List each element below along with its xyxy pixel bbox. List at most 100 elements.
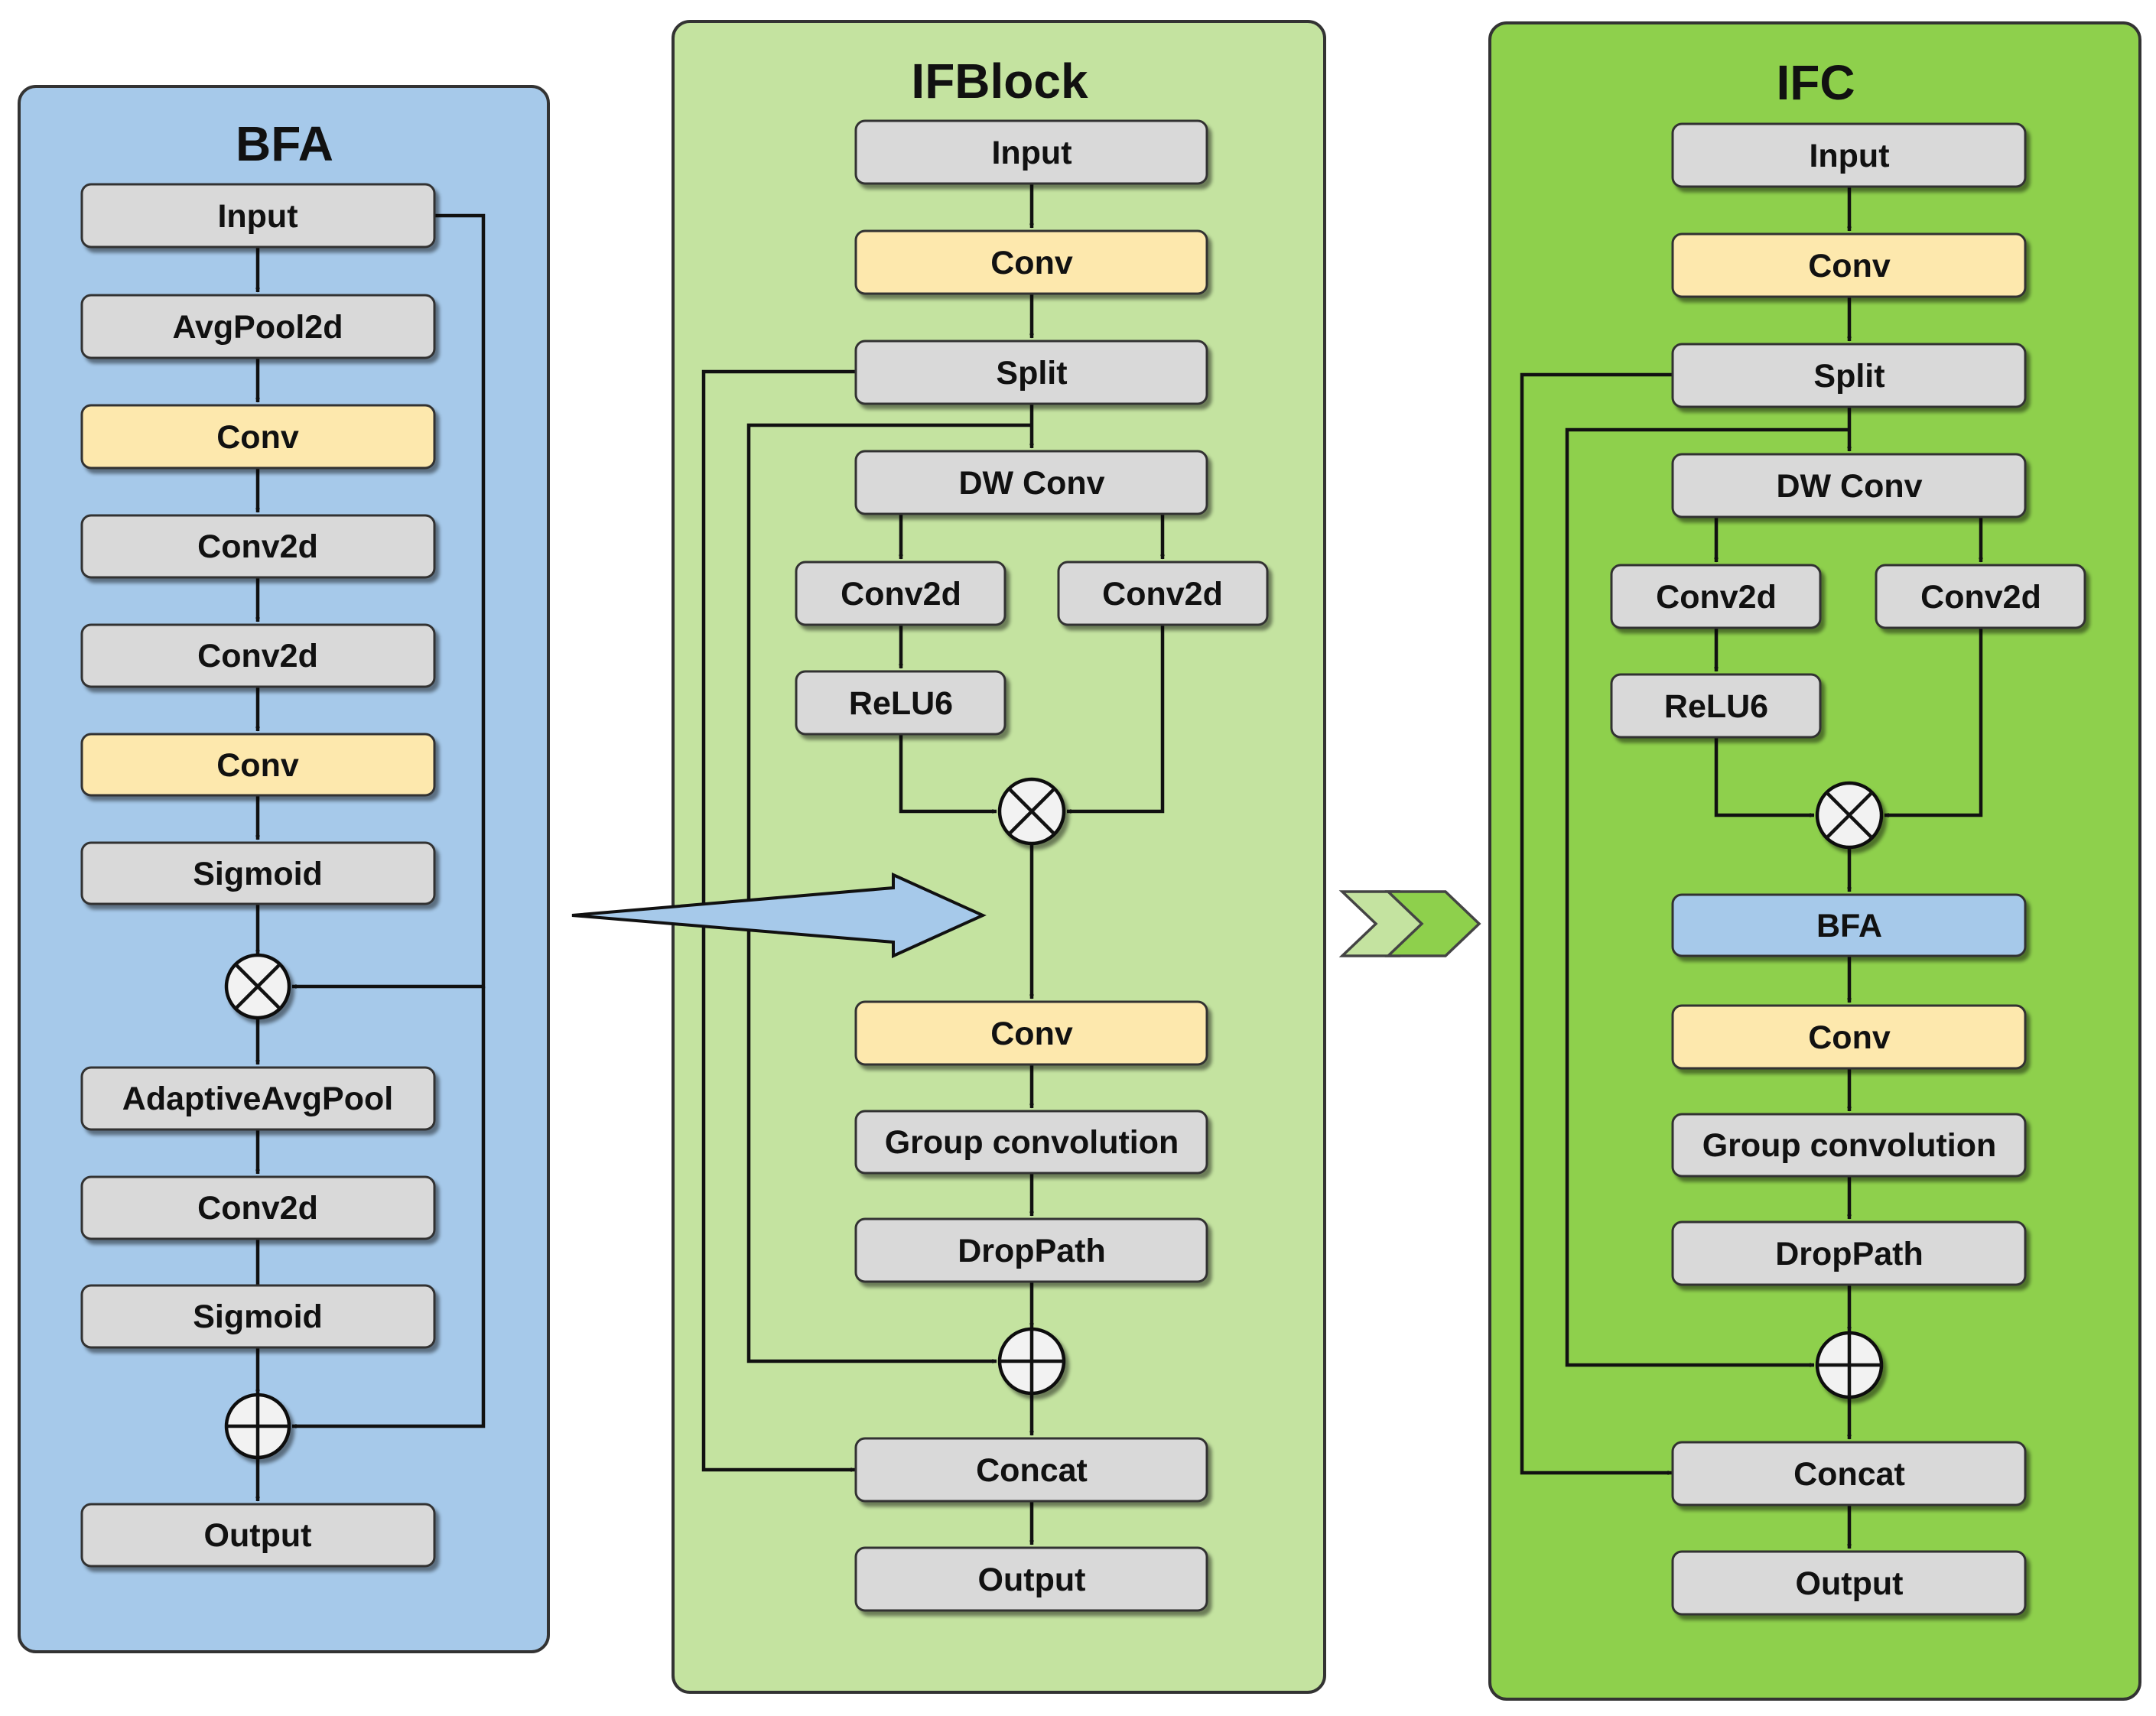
add-operator (1815, 1331, 1884, 1399)
bfa-skip-to-multiply (291, 213, 486, 989)
ifblock-node-label: ReLU6 (849, 685, 953, 722)
bfa-node-label: Conv2d (197, 1190, 318, 1227)
ifc-node-relu6: ReLU6 (1610, 673, 1822, 739)
multiply-icon (234, 963, 281, 1010)
ifblock-node-label: Split (996, 355, 1067, 392)
bfa-node-input: Input (80, 183, 436, 249)
bfa-skip-to-add (291, 986, 486, 1428)
ifblock-node-label: Conv (990, 1016, 1073, 1052)
ifc-node-conv2d-left: Conv2d (1610, 564, 1822, 629)
bfa-node-label: Conv (216, 747, 299, 784)
ifc-node-concat: Concat (1671, 1441, 2027, 1506)
ifc-node-label: ReLU6 (1664, 688, 1768, 725)
ifc-node-label: Conv (1808, 1019, 1891, 1056)
bfa-node-conv: Conv (80, 733, 436, 797)
ifc-node-label: Conv (1808, 248, 1891, 284)
ifblock-node-conv2d-left: Conv2d (795, 561, 1006, 626)
ifc-node-dw-conv: DW Conv (1671, 453, 2027, 518)
bfa-node-label: Input (217, 198, 298, 235)
ifc-node-label: Output (1796, 1565, 1904, 1602)
bfa-panel-title: BFA (236, 116, 333, 171)
multiply-icon (1825, 791, 1874, 840)
bfa-panel: BFA Input AvgPool2d (18, 85, 550, 1653)
bfa-node-adaptiveavgpool: AdaptiveAvgPool (80, 1066, 436, 1131)
double-chevron-icon (1338, 890, 1481, 957)
ifc-node-conv: Conv (1671, 232, 2027, 298)
ifblock-node-conv: Conv (854, 229, 1208, 295)
ifc-node-label: DropPath (1775, 1236, 1923, 1272)
ifc-node-label: Group convolution (1702, 1127, 1997, 1164)
bfa-node-label: AvgPool2d (173, 309, 343, 346)
add-operator (997, 1327, 1066, 1396)
ifc-node-label: Input (1809, 138, 1889, 174)
ifblock-node-dw-conv: DW Conv (854, 450, 1208, 515)
bfa-node-output: Output (80, 1503, 436, 1568)
ifblock-node-label: Conv2d (841, 576, 961, 613)
ifc-node-group-convolution: Group convolution (1671, 1113, 2027, 1178)
ifc-node-label: DW Conv (1776, 468, 1922, 505)
ifc-node-label: Conv2d (1656, 579, 1777, 616)
plus-icon (226, 1395, 289, 1458)
multiply-operator (997, 777, 1066, 846)
bfa-node-label: Sigmoid (193, 856, 323, 892)
bfa-node-conv: Conv (80, 404, 436, 470)
ifc-node-label: BFA (1816, 908, 1882, 944)
bfa-node-label: Conv2d (197, 528, 318, 565)
bfa-node-conv2d: Conv2d (80, 1175, 436, 1240)
ifc-split-to-concat (1520, 372, 1673, 1475)
ifc-residual-to-add (1565, 427, 1849, 1367)
ifblock-node-relu6: ReLU6 (795, 670, 1006, 736)
ifblock-node-label: Output (978, 1562, 1086, 1598)
ifblock-panel-title: IFBlock (911, 54, 1088, 109)
ifc-node-conv2d-right: Conv2d (1875, 564, 2086, 629)
ifblock-edge (899, 734, 997, 814)
ifc-panel: IFC Input Conv (1488, 21, 2141, 1701)
ifblock-node-conv2d-right: Conv2d (1057, 561, 1269, 626)
ifc-node-label: Conv2d (1920, 579, 2041, 616)
ifblock-node-label: Conv (990, 245, 1073, 281)
bfa-node-conv2d: Conv2d (80, 514, 436, 579)
bfa-node-label: AdaptiveAvgPool (122, 1081, 393, 1117)
ifblock-node-label: Conv2d (1102, 576, 1223, 613)
ifblock-node-output: Output (854, 1546, 1208, 1612)
ifblock-node-split: Split (854, 340, 1208, 405)
bfa-node-sigmoid: Sigmoid (80, 1284, 436, 1349)
bfa-node-label: Conv2d (197, 638, 318, 674)
multiply-icon (1007, 787, 1056, 836)
ifc-panel-title: IFC (1776, 55, 1855, 110)
add-operator (224, 1393, 291, 1460)
multiply-operator (224, 953, 291, 1020)
ifc-edge (1884, 628, 1983, 817)
ifblock-node-label: DW Conv (958, 465, 1104, 502)
ifblock-node-concat: Concat (854, 1437, 1208, 1503)
bfa-node-label: Output (204, 1517, 312, 1554)
plus-icon (1000, 1329, 1064, 1393)
bfa-node-label: Conv (216, 419, 299, 456)
ifc-node-input: Input (1671, 122, 2027, 188)
bfa-node-conv2d: Conv2d (80, 623, 436, 688)
ifc-node-bfa: BFA (1671, 893, 2027, 957)
multiply-operator (1815, 781, 1884, 850)
ifc-node-label: Concat (1793, 1456, 1905, 1493)
ifblock-panel: IFBlock Input Conv (672, 20, 1326, 1694)
ifc-node-droppath: DropPath (1671, 1220, 2027, 1286)
ifblock-node-label: Group convolution (885, 1124, 1179, 1161)
ifc-node-split: Split (1671, 343, 2027, 408)
bfa-node-label: Sigmoid (193, 1298, 323, 1335)
bfa-node-avgpool2d: AvgPool2d (80, 294, 436, 359)
bfa-node-sigmoid: Sigmoid (80, 841, 436, 905)
ifc-node-label: Split (1813, 358, 1884, 395)
right-arrow-icon (571, 872, 987, 959)
ifblock-node-label: Input (991, 135, 1071, 171)
ifc-node-output: Output (1671, 1550, 2027, 1616)
ifc-edges (1520, 187, 1983, 1549)
ifblock-node-label: DropPath (958, 1233, 1106, 1269)
ifblock-residual-to-add (746, 423, 1032, 1363)
plus-icon (1817, 1333, 1881, 1397)
ifblock-node-droppath: DropPath (854, 1217, 1208, 1283)
ifblock-node-label: Concat (976, 1452, 1088, 1489)
ifblock-node-conv: Conv (854, 1000, 1208, 1066)
ifblock-node-input: Input (854, 119, 1208, 185)
ifc-edge (1714, 737, 1815, 817)
